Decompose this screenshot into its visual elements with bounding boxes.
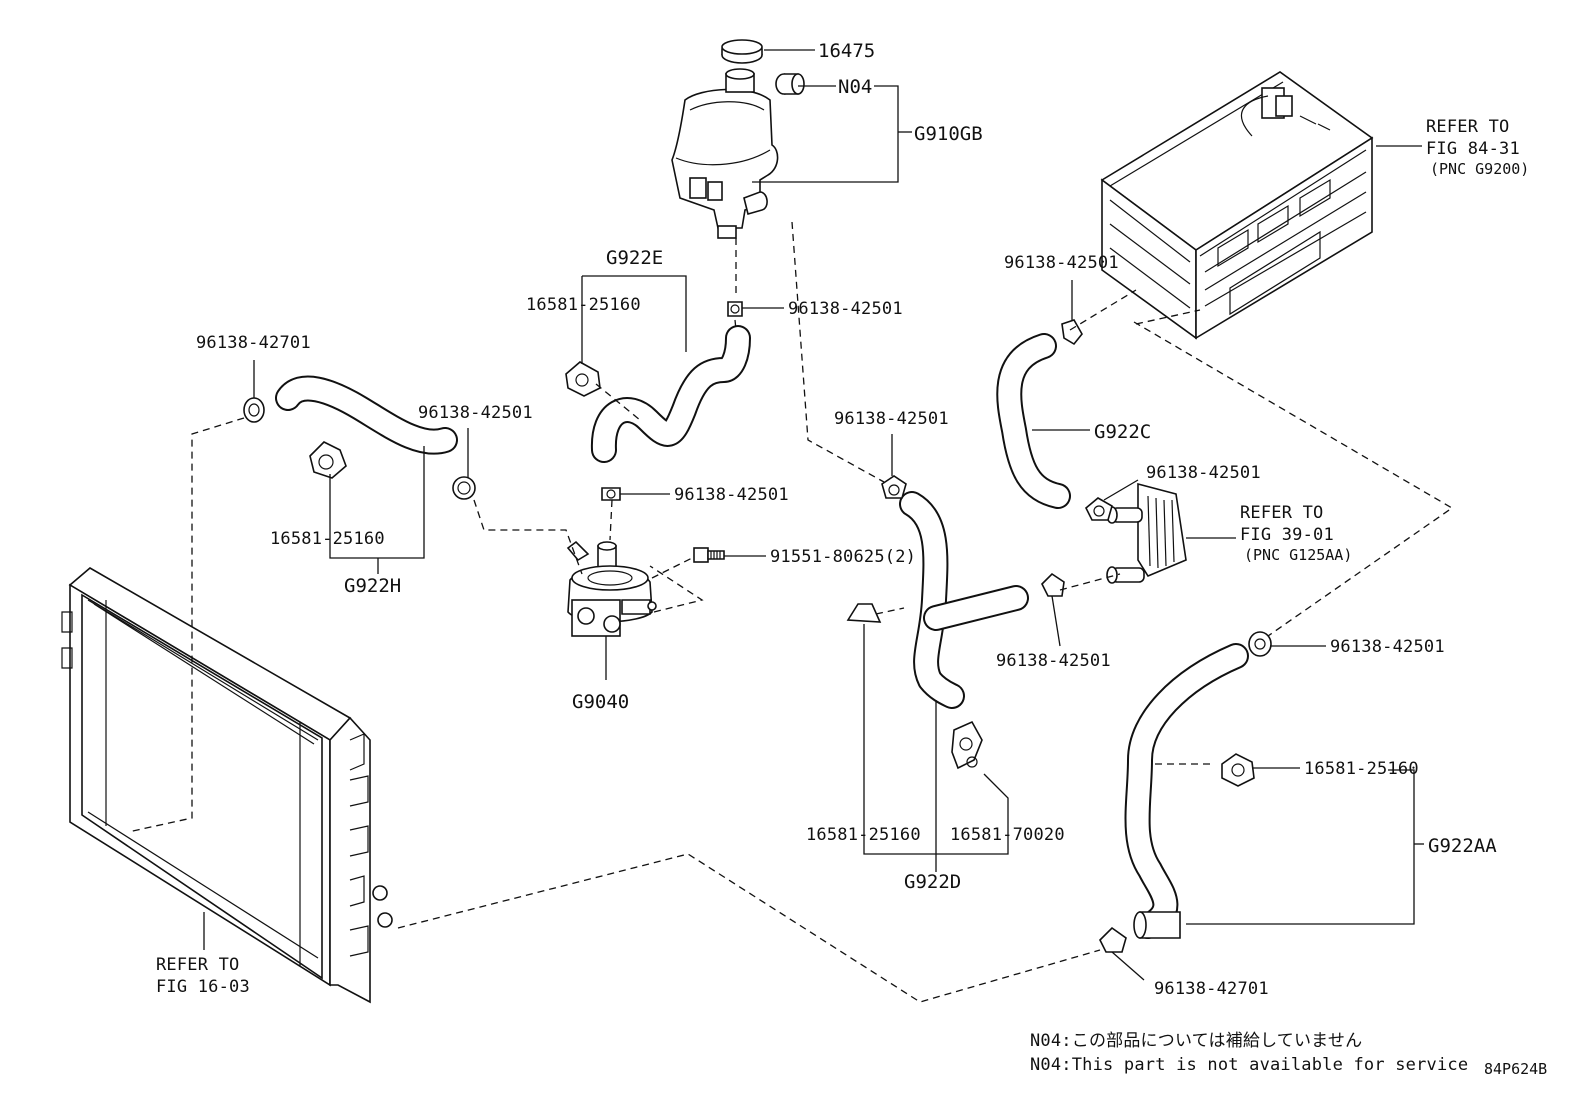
clamp-cooler [1041,572,1065,597]
hose-g922c [996,333,1071,509]
label-c-clamp-top: 96138-42501 [1004,253,1119,273]
label-h-clamp-a: 96138-42501 [418,403,533,423]
note-japanese: N04:この部品については補給していません [1030,1031,1362,1051]
note-english: N04:This part is not available for servi… [1030,1055,1468,1075]
clamp-c-top [1061,319,1083,346]
label-pump-clamp: 96138-42501 [674,485,789,505]
ref-inverter-line3: (PNC G9200) [1430,160,1529,178]
label-c-clamp-bottom: 96138-42501 [1146,463,1261,483]
label-cooler-clamp: 96138-42501 [996,651,1111,671]
clamp-left-top [243,397,265,423]
clamp-h-band [309,441,347,479]
hose-g922h [275,375,458,455]
label-g910gb: G910GB [914,123,983,145]
labels: 16475 N04 G910GB G922E 16581-25160 96138… [156,40,1547,1078]
reservoir-tank [671,68,779,239]
clamp-aa-top [1248,631,1272,657]
clamp-d-top [881,475,907,499]
label-aa-clamp-bottom: 96138-42701 [1154,979,1269,999]
bolt [693,547,725,563]
ref-cooler-line1: REFER TO [1240,503,1323,523]
label-e-clamp: 16581-25160 [526,295,641,315]
inverter-assembly [1100,71,1374,340]
ref-cooler-line3: (PNC G125AA) [1244,546,1352,564]
label-g922aa: G922AA [1428,835,1497,857]
ref-radiator-line1: REFER TO [156,955,239,975]
clamp-pump [601,487,621,501]
label-g9040: G9040 [572,691,629,713]
routing-lines [127,221,1454,1003]
clamp-aa-mid [1221,753,1255,787]
label-g922e: G922E [606,247,663,269]
ref-inverter-line2: FIG 84-31 [1426,139,1520,159]
label-16475: 16475 [818,40,875,62]
hose-g922d [899,491,1029,709]
label-bolt: 91551-80625(2) [770,547,916,567]
label-g922c: G922C [1094,421,1151,443]
label-d-clamp: 96138-42501 [834,409,949,429]
ref-cooler-line2: FIG 39-01 [1240,525,1334,545]
ref-inverter-line1: REFER TO [1426,117,1509,137]
clamp-reservoir [727,301,743,317]
hose-g922aa [1124,643,1249,939]
ref-radiator-line2: FIG 16-03 [156,977,250,997]
label-d-clamp-b: 16581-70020 [950,825,1065,845]
reservoir-cap [721,39,763,64]
radiator [61,567,393,1004]
label-left-top-clamp: 96138-42701 [196,333,311,353]
clamp-aa-bottom [1099,926,1127,953]
clamp-e-band [565,361,601,397]
label-d-clamp-a: 16581-25160 [806,825,921,845]
clamp-c-bottom [1085,497,1113,521]
leader-lines [203,49,1424,981]
diagram-code: 84P624B [1484,1060,1547,1078]
hose-g922e [590,325,751,463]
label-aa-clamp-top: 96138-42501 [1330,637,1445,657]
label-h-clamp-b: 16581-25160 [270,529,385,549]
oil-cooler [1106,482,1187,584]
label-g922d: G922D [904,871,961,893]
label-aa-clamp-mid: 16581-25160 [1304,759,1419,779]
n04-grommet [775,73,805,95]
label-n04: N04 [838,76,872,98]
clamp-d-band-a [846,603,882,623]
clamp-h-spring [452,476,476,500]
water-pump [566,540,657,637]
label-reservoir-clamp: 96138-42501 [788,299,903,319]
label-g922h: G922H [344,575,401,597]
clamp-d-band-b [951,720,983,770]
